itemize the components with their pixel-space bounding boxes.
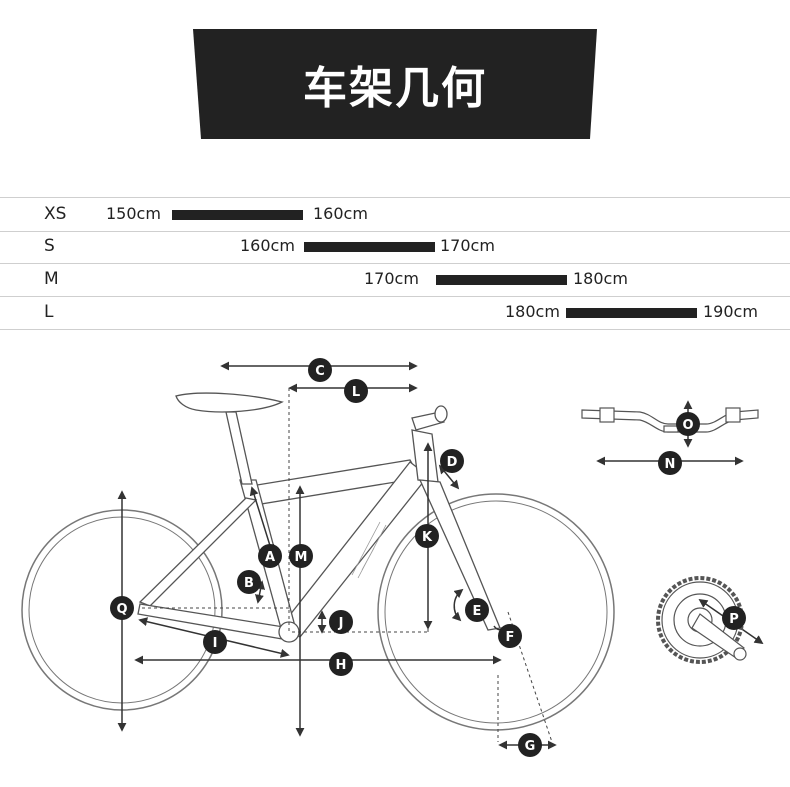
size-row-xs: XS 150cm 160cm [0, 197, 790, 232]
handlebar-detail [581, 407, 759, 433]
frame-decal [351, 521, 387, 579]
height-min: 150cm [106, 204, 161, 223]
svg-text:A: A [265, 550, 275, 565]
size-row-m: M 170cm 180cm [0, 263, 790, 297]
bike-frame [137, 392, 501, 643]
svg-text:F: F [506, 630, 515, 645]
svg-text:D: D [447, 455, 458, 470]
svg-text:B: B [244, 576, 254, 591]
label-f: F [498, 624, 522, 648]
height-range-bar [304, 242, 435, 252]
label-q: Q [110, 596, 134, 620]
size-row-l: L 180cm 190cm [0, 296, 790, 330]
banner-shape [193, 29, 597, 139]
front-wheel [377, 493, 615, 731]
label-l: L [344, 379, 368, 403]
label-p: P [722, 606, 746, 630]
svg-text:C: C [315, 364, 325, 379]
height-range-bar [172, 210, 303, 220]
label-g: G [518, 733, 542, 757]
size-label: M [44, 269, 59, 289]
title-banner: 车架几何 [193, 29, 597, 139]
label-b: B [237, 570, 261, 594]
height-max: 170cm [440, 236, 495, 255]
label-k: K [415, 524, 439, 548]
svg-text:J: J [338, 616, 344, 631]
size-row-s: S 160cm 170cm [0, 230, 790, 264]
label-n: N [658, 451, 682, 475]
frame-geometry-diagram: C L D K A M B Q E J F I H G O N P [21, 358, 764, 757]
svg-text:N: N [665, 457, 676, 472]
height-range-bar [566, 308, 697, 318]
svg-text:I: I [213, 636, 218, 651]
label-j: J [329, 610, 353, 634]
size-label: XS [44, 204, 67, 224]
height-max: 190cm [703, 302, 758, 321]
label-m: M [289, 544, 313, 568]
svg-text:Q: Q [116, 602, 127, 617]
label-d: D [440, 449, 464, 473]
svg-text:H: H [336, 658, 347, 673]
svg-text:E: E [473, 604, 482, 619]
label-a: A [258, 544, 282, 568]
svg-text:P: P [729, 612, 739, 627]
svg-text:K: K [422, 530, 433, 545]
size-label: L [44, 302, 54, 322]
size-label: S [44, 236, 55, 256]
height-min: 170cm [364, 269, 419, 288]
svg-text:M: M [295, 550, 308, 565]
label-c: C [308, 358, 332, 382]
label-o: O [676, 412, 700, 436]
height-max: 160cm [313, 204, 368, 223]
height-min: 160cm [240, 236, 295, 255]
label-e: E [465, 598, 489, 622]
svg-text:G: G [525, 739, 536, 754]
height-min: 180cm [505, 302, 560, 321]
svg-text:L: L [352, 385, 360, 400]
page-title: 车架几何 [303, 63, 487, 114]
height-range-bar [436, 275, 567, 285]
label-h: H [329, 652, 353, 676]
height-max: 180cm [573, 269, 628, 288]
label-i: I [203, 630, 227, 654]
svg-text:O: O [682, 418, 693, 433]
